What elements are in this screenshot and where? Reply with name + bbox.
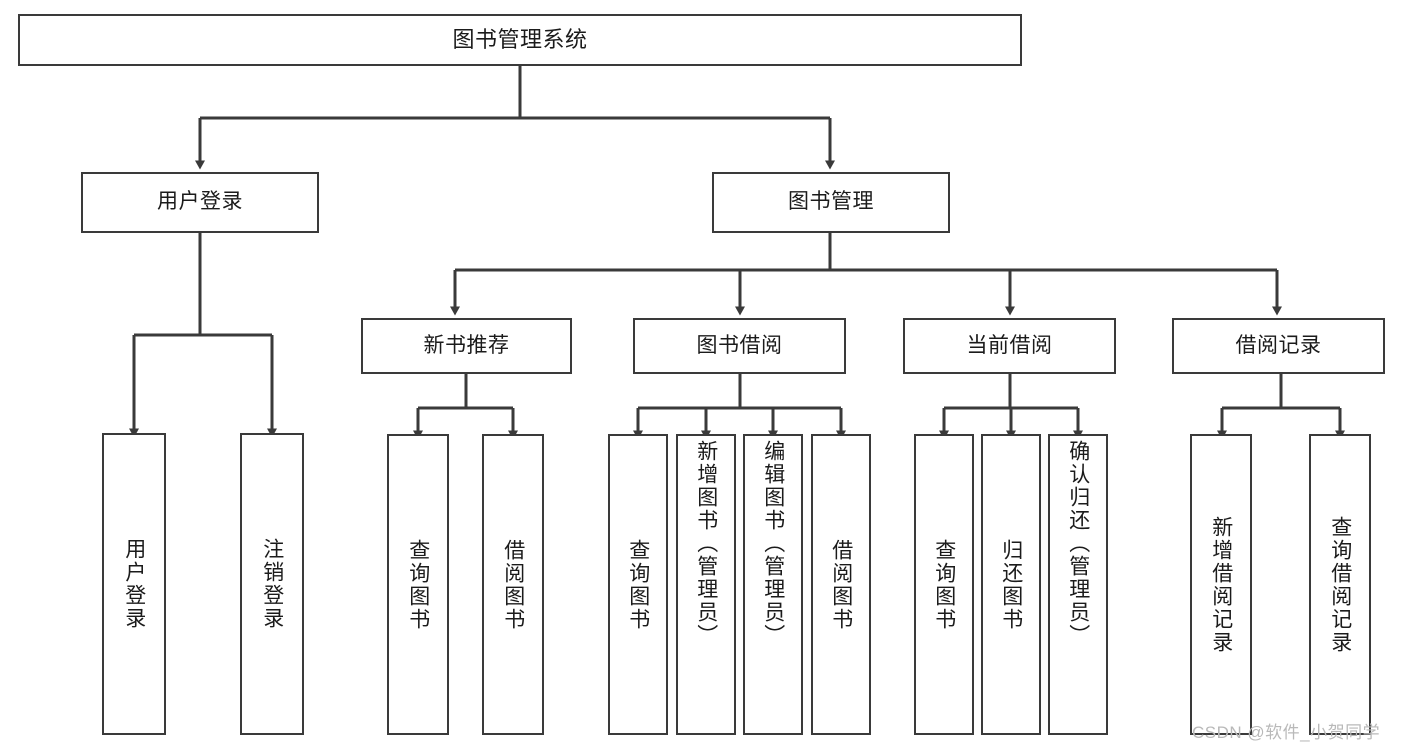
node-user-login-label: 用户登录 (157, 190, 243, 214)
leaf-logout-login-label: 注销登录 (260, 538, 284, 630)
node-root-label: 图书管理系统 (452, 27, 588, 53)
leaf-edit-book[interactable]: 编辑图书（管理员） (743, 434, 803, 735)
node-book-management-label: 图书管理 (788, 190, 874, 214)
leaf-return-book[interactable]: 归还图书 (981, 434, 1041, 735)
leaf-borrow-book-2-label: 借阅图书 (829, 538, 853, 631)
leaf-user-login[interactable]: 用户登录 (102, 433, 166, 735)
leaf-query-book-2-label: 查询图书 (626, 538, 650, 631)
leaf-query-book-1-label: 查询图书 (406, 538, 430, 631)
node-borrow-record-label: 借阅记录 (1235, 333, 1322, 357)
node-book-management[interactable]: 图书管理 (712, 172, 950, 233)
leaf-query-record[interactable]: 查询借阅记录 (1309, 434, 1371, 735)
leaf-confirm-return-label: 确认归还（管理员） (1066, 440, 1090, 647)
node-new-book-recommend[interactable]: 新书推荐 (361, 318, 572, 374)
leaf-query-record-label: 查询借阅记录 (1328, 515, 1352, 654)
leaf-query-book-3[interactable]: 查询图书 (914, 434, 974, 735)
node-borrow-record[interactable]: 借阅记录 (1172, 318, 1385, 374)
leaf-confirm-return[interactable]: 确认归还（管理员） (1048, 434, 1108, 735)
leaf-edit-book-label: 编辑图书（管理员） (761, 440, 785, 647)
node-current-borrow[interactable]: 当前借阅 (903, 318, 1116, 374)
leaf-borrow-book-2[interactable]: 借阅图书 (811, 434, 871, 735)
leaf-query-book-1[interactable]: 查询图书 (387, 434, 449, 735)
leaf-add-record-label: 新增借阅记录 (1209, 515, 1233, 654)
node-root[interactable]: 图书管理系统 (18, 14, 1022, 66)
node-current-borrow-label: 当前借阅 (966, 333, 1053, 357)
leaf-add-record[interactable]: 新增借阅记录 (1190, 434, 1252, 735)
node-user-login[interactable]: 用户登录 (81, 172, 319, 233)
node-new-book-recommend-label: 新书推荐 (423, 333, 510, 357)
leaf-add-book-label: 新增图书（管理员） (694, 440, 718, 647)
leaf-user-login-label: 用户登录 (122, 538, 146, 630)
leaf-borrow-book-1[interactable]: 借阅图书 (482, 434, 544, 735)
leaf-logout-login[interactable]: 注销登录 (240, 433, 304, 735)
leaf-borrow-book-1-label: 借阅图书 (501, 538, 525, 631)
leaf-query-book-3-label: 查询图书 (932, 538, 956, 631)
leaf-query-book-2[interactable]: 查询图书 (608, 434, 668, 735)
node-book-borrow-label: 图书借阅 (696, 333, 783, 357)
leaf-add-book[interactable]: 新增图书（管理员） (676, 434, 736, 735)
csdn-watermark: CSDN @软件_小贺同学 (1192, 723, 1381, 742)
node-book-borrow[interactable]: 图书借阅 (633, 318, 846, 374)
leaf-return-book-label: 归还图书 (999, 538, 1023, 631)
